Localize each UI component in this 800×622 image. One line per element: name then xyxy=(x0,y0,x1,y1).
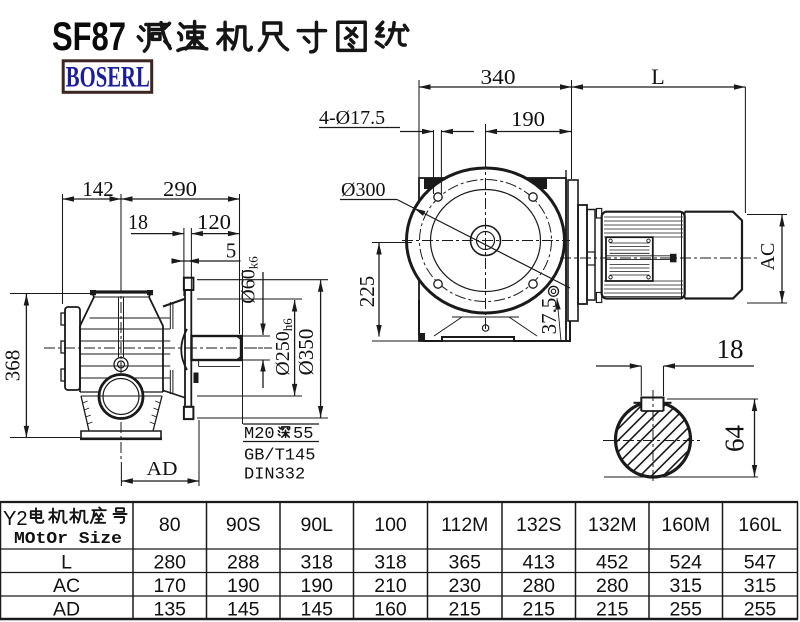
svg-text:340: 340 xyxy=(481,65,516,89)
svg-text:Ø350: Ø350 xyxy=(294,329,318,376)
svg-text:547: 547 xyxy=(744,552,777,574)
svg-text:190: 190 xyxy=(511,107,545,131)
svg-text:160M: 160M xyxy=(661,514,710,536)
svg-text:DIN332: DIN332 xyxy=(244,466,305,485)
svg-text:280: 280 xyxy=(153,552,186,574)
svg-text:255: 255 xyxy=(744,599,777,621)
svg-text:190: 190 xyxy=(227,575,260,597)
svg-text:M20: M20 xyxy=(244,425,275,444)
svg-text:4-Ø17.5: 4-Ø17.5 xyxy=(319,107,385,129)
svg-text:255: 255 xyxy=(669,599,702,621)
svg-text:160L: 160L xyxy=(738,514,782,536)
svg-text:190: 190 xyxy=(300,575,333,597)
svg-text:55: 55 xyxy=(293,425,313,444)
svg-text:Y2: Y2 xyxy=(3,508,27,530)
svg-text:135: 135 xyxy=(153,599,186,621)
svg-text:160: 160 xyxy=(374,599,407,621)
svg-text:215: 215 xyxy=(596,599,629,621)
svg-text:215: 215 xyxy=(448,599,481,621)
svg-text:90S: 90S xyxy=(226,514,261,536)
svg-text:315: 315 xyxy=(744,575,777,597)
svg-text:SF87: SF87 xyxy=(52,15,126,59)
svg-text:AC: AC xyxy=(757,243,779,271)
svg-text:290: 290 xyxy=(163,177,197,201)
svg-text:132S: 132S xyxy=(516,514,562,536)
svg-text:315: 315 xyxy=(669,575,702,597)
svg-text:368: 368 xyxy=(1,350,25,382)
svg-text:37.5: 37.5 xyxy=(537,298,561,335)
svg-text:145: 145 xyxy=(227,599,260,621)
svg-text:18: 18 xyxy=(128,210,148,234)
svg-text:413: 413 xyxy=(522,552,555,574)
svg-text:100: 100 xyxy=(374,514,407,536)
svg-text:AD: AD xyxy=(53,599,80,621)
svg-text:280: 280 xyxy=(522,575,555,597)
svg-text:80: 80 xyxy=(159,514,181,536)
svg-text:230: 230 xyxy=(448,575,481,597)
svg-text:215: 215 xyxy=(522,599,555,621)
svg-text:AD: AD xyxy=(147,459,178,480)
svg-text:112M: 112M xyxy=(441,514,488,536)
svg-text:225: 225 xyxy=(355,276,379,308)
svg-text:L: L xyxy=(61,552,72,574)
svg-text:L: L xyxy=(651,64,664,89)
svg-text:18: 18 xyxy=(717,334,744,364)
svg-text:90L: 90L xyxy=(300,514,333,536)
svg-text:210: 210 xyxy=(374,575,407,597)
svg-text:288: 288 xyxy=(227,552,260,574)
svg-text:Ø300: Ø300 xyxy=(341,179,385,201)
svg-text:170: 170 xyxy=(153,575,186,597)
svg-text:MOtOr Size: MOtOr Size xyxy=(14,529,122,548)
svg-text:BOSERL: BOSERL xyxy=(66,61,150,94)
svg-text:Ø250h6: Ø250h6 xyxy=(272,318,295,376)
svg-text:64: 64 xyxy=(720,425,750,453)
svg-text:AC: AC xyxy=(53,575,80,597)
svg-text:GB/T145: GB/T145 xyxy=(244,447,315,466)
svg-text:452: 452 xyxy=(596,552,629,574)
svg-text:132M: 132M xyxy=(588,514,637,536)
svg-text:5: 5 xyxy=(226,239,237,263)
svg-text:120: 120 xyxy=(197,210,231,234)
svg-text:365: 365 xyxy=(448,552,481,574)
svg-text:145: 145 xyxy=(300,599,333,621)
svg-text:318: 318 xyxy=(374,552,407,574)
svg-text:280: 280 xyxy=(596,575,629,597)
svg-text:318: 318 xyxy=(300,552,333,574)
svg-text:524: 524 xyxy=(669,552,702,574)
svg-text:142: 142 xyxy=(82,177,114,201)
